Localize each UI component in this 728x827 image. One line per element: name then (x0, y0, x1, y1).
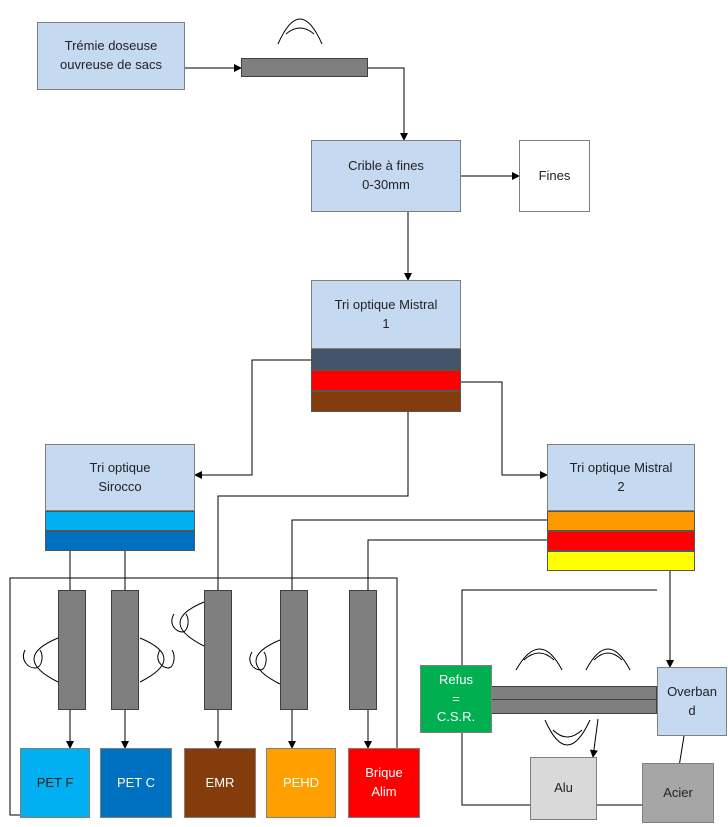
operator-eye-icon (249, 639, 281, 685)
mistral1-band-brown (311, 391, 461, 412)
output-pehd: PEHD (266, 748, 336, 818)
operator-eye-icon (139, 637, 175, 683)
enclosure-line-left (9, 577, 398, 816)
feed-conveyor (241, 58, 368, 77)
mistral2-band-yellow (547, 551, 695, 571)
picking-conveyor-1 (58, 590, 86, 710)
operator-eye-icon (171, 601, 205, 647)
output-petf: PET F (20, 748, 90, 818)
output-brique: Brique Alim (348, 748, 420, 818)
node-tremie: Trémie doseuse ouvreuse de sacs (37, 22, 185, 90)
mistral2-band-orange (547, 511, 695, 531)
operator-eye-icon (585, 648, 631, 671)
output-emr: EMR (184, 748, 256, 818)
arrow-conveyor-to-crible (368, 67, 408, 141)
arrow-to-alu (589, 718, 599, 758)
operator-eye-icon (277, 18, 323, 45)
picking-conveyor-2 (111, 590, 139, 710)
picking-conveyor-3 (204, 590, 232, 710)
output-alu: Alu (530, 757, 597, 820)
node-overband: Overban d (657, 667, 727, 736)
sirocco-band-lightblue (45, 511, 195, 531)
node-refus: Refus = C.S.R. (420, 665, 492, 733)
mistral2-band-red (547, 531, 695, 551)
picking-conveyor-4 (280, 590, 308, 710)
arrow-mistral1-to-sirocco (194, 359, 311, 479)
return-conveyor-divider (477, 699, 657, 700)
sirocco-band-darkblue (45, 531, 195, 551)
return-conveyor (477, 686, 657, 714)
output-petc: PET C (100, 748, 172, 818)
operator-eye-icon (544, 719, 591, 746)
output-acier: Acier (642, 763, 714, 823)
picking-conveyor-5 (349, 590, 377, 710)
arrow-mistral1-to-emr (214, 412, 409, 749)
mistral1-band-grey (311, 349, 461, 370)
operator-eye-icon (22, 637, 59, 683)
node-mistral1: Tri optique Mistral 1 (311, 280, 461, 349)
node-sirocco: Tri optique Sirocco (45, 444, 195, 511)
operator-eye-icon (515, 648, 563, 671)
arrow-mistral1-to-mistral2 (461, 381, 548, 479)
node-mistral2: Tri optique Mistral 2 (547, 444, 695, 511)
mistral1-band-red (311, 370, 461, 391)
node-fines: Fines (519, 140, 590, 212)
node-crible: Crible à fines 0-30mm (311, 140, 461, 212)
